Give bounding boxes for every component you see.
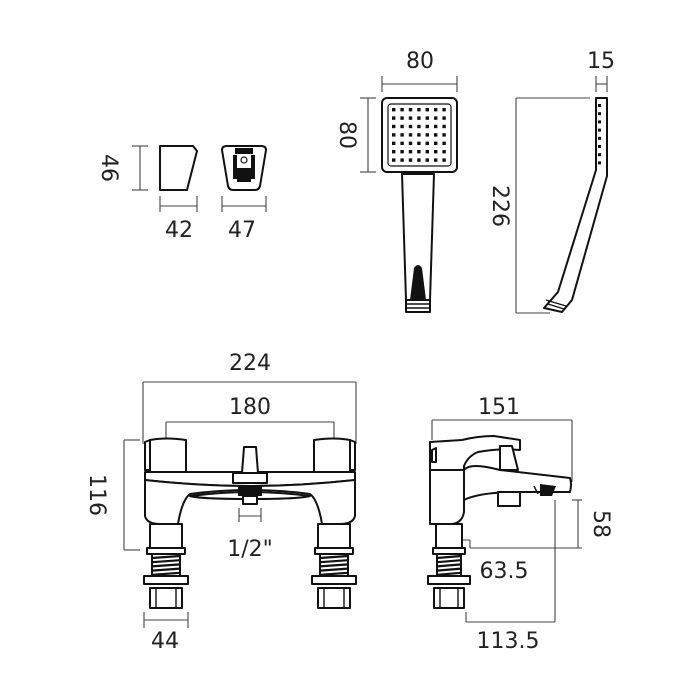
handset-head-width-label: 80 [406, 49, 434, 74]
mixer-overall-width-label: 224 [229, 351, 271, 376]
spout-height-label: 58 [588, 510, 613, 538]
nozzle-icon [598, 136, 601, 140]
nozzle-icon [408, 141, 413, 145]
nozzle-icon [417, 141, 421, 145]
nozzle-icon [434, 141, 438, 145]
handset-head-height-label: 80 [334, 121, 359, 149]
nozzle-icon [434, 150, 438, 154]
nozzle-icon [392, 108, 396, 112]
nozzle-icon [408, 124, 413, 129]
nozzle-icon [434, 158, 438, 162]
mixer-front-view [123, 381, 357, 628]
spout-projection-label: 113.5 [477, 629, 540, 654]
nozzle-icon [408, 133, 413, 137]
nozzle-icon [400, 158, 404, 162]
nozzle-icon [598, 153, 601, 157]
mixer-inlet-label: 1/2" [227, 537, 273, 562]
nozzle-icon [392, 124, 396, 129]
nozzle-icon [434, 108, 438, 112]
nozzle-icon [400, 108, 404, 112]
nozzle-icon [442, 124, 446, 129]
nozzle-icon [442, 116, 446, 120]
nozzle-icon [408, 150, 413, 154]
nozzle-grid [392, 108, 446, 162]
nozzle-icon [400, 133, 404, 137]
nozzle-icon [442, 141, 446, 145]
right-threaded-tail [319, 553, 349, 577]
holder-front-width-label: 47 [228, 218, 256, 243]
side-nozzles [598, 104, 601, 165]
nozzle-icon [442, 150, 446, 154]
nozzle-icon [442, 158, 446, 162]
nozzle-icon [408, 158, 413, 162]
nozzle-icon [425, 124, 429, 129]
nozzle-icon [598, 112, 601, 116]
holder-height-label: 46 [96, 154, 121, 182]
nozzle-icon [392, 116, 396, 120]
mixer-centres-label: 180 [229, 395, 271, 420]
nozzle-icon [434, 133, 438, 137]
spout-offset-short-label: 63.5 [480, 559, 529, 584]
nozzle-icon [434, 116, 438, 120]
nozzle-icon [417, 158, 421, 162]
nozzle-icon [425, 158, 429, 162]
nozzle-icon [598, 145, 601, 148]
nozzle-icon [400, 141, 404, 145]
mixer-leg-width-label: 44 [151, 629, 179, 654]
handset-side-view [515, 76, 608, 314]
nozzle-icon [434, 124, 438, 129]
mixer-height-label: 116 [84, 474, 109, 516]
nozzle-icon [442, 108, 446, 112]
nozzle-icon [417, 150, 421, 154]
nozzle-icon [417, 133, 421, 137]
nozzle-icon [425, 133, 429, 137]
mixer-side-view [427, 419, 582, 623]
nozzle-icon [417, 116, 421, 120]
left-threaded-tail [151, 553, 181, 577]
mixer-depth-label: 151 [478, 395, 520, 420]
nozzle-icon [417, 124, 421, 129]
nozzle-icon [598, 128, 601, 132]
nozzle-icon [425, 141, 429, 145]
side-threaded-tail [436, 553, 462, 577]
handset-side-depth-label: 15 [587, 49, 615, 74]
nozzle-icon [392, 158, 396, 162]
nozzle-icon [408, 116, 413, 120]
nozzle-icon [408, 108, 413, 112]
holder-side-width-label: 42 [165, 218, 193, 243]
handset-front-view [360, 76, 458, 313]
nozzle-icon [400, 150, 404, 154]
nozzle-icon [598, 120, 601, 124]
nozzle-icon [425, 116, 429, 120]
handset-length-label: 226 [487, 185, 512, 227]
holder-side-view [132, 145, 198, 212]
nozzle-icon [442, 133, 446, 137]
nozzle-icon [598, 161, 601, 165]
nozzle-icon [417, 108, 421, 112]
nozzle-icon [400, 116, 404, 120]
holder-front-view [221, 145, 267, 212]
nozzle-icon [392, 141, 396, 145]
nozzle-icon [425, 150, 429, 154]
nozzle-icon [425, 108, 429, 112]
nozzle-icon [392, 133, 396, 137]
nozzle-icon [400, 124, 404, 129]
nozzle-icon [392, 150, 396, 154]
nozzle-icon [598, 104, 601, 107]
